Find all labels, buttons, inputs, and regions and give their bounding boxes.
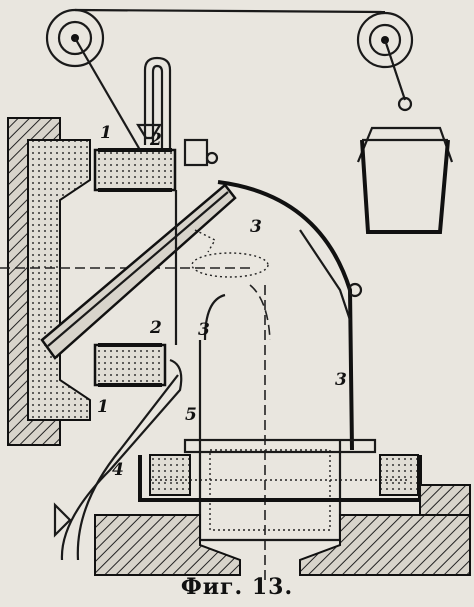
crucible-wall [27,139,91,421]
rope-left [74,37,141,151]
inclined-chute [40,183,237,360]
lower-ring [93,343,167,387]
bucket [356,96,454,234]
hood-3 [203,180,363,451]
rope-top [74,8,386,14]
rope-right [383,39,407,101]
label-3-mid: 3 [198,320,210,340]
upper-ring [93,138,219,192]
pipe-5 [53,358,183,561]
figure-caption: Фиг. 13. [180,574,294,600]
pulley-right [356,11,414,69]
water-tank [138,438,422,502]
base-left [94,514,241,576]
casting-body [191,229,342,542]
label-4: 4 [112,460,124,480]
label-3-right: 3 [335,370,347,390]
label-2-bottom: 2 [149,318,162,338]
label-1-top: 1 [100,123,112,143]
label-2-top: 2 [149,130,162,150]
siphon-tube [136,56,172,160]
label-5: 5 [185,405,197,425]
base-right [299,514,471,576]
label-1-bottom: 1 [97,397,109,417]
label-3-hood: 3 [250,217,262,237]
base-step [419,484,471,516]
